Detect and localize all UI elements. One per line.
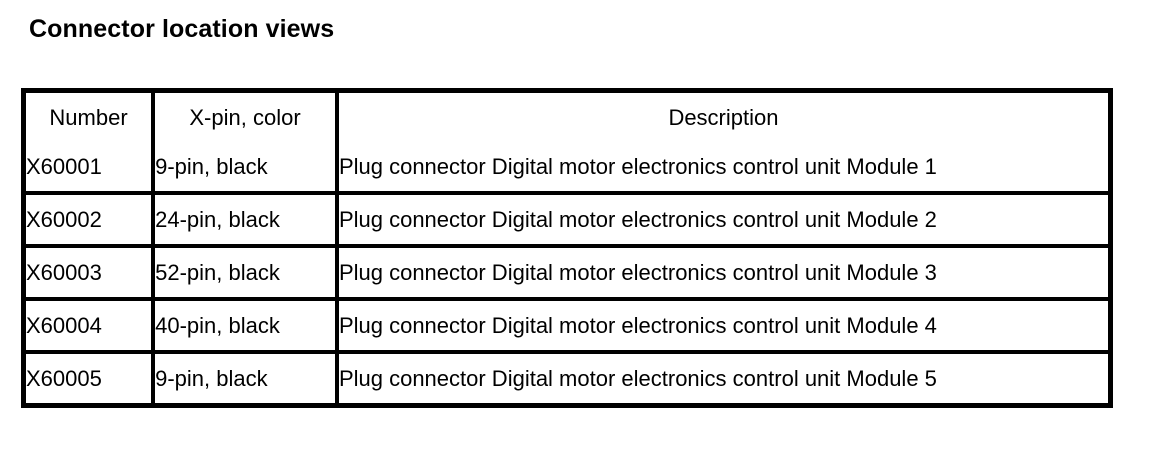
- cell-xpin-color: 40-pin, black: [151, 297, 339, 354]
- column-header-description: Description: [334, 90, 1111, 142]
- table-row: X60004 40-pin, black Plug connector Digi…: [23, 297, 1111, 354]
- table-row: X60001 9-pin, black Plug connector Digit…: [23, 142, 1111, 195]
- cell-xpin-color: 52-pin, black: [151, 244, 339, 301]
- cell-number: X60004: [23, 297, 156, 354]
- connector-table: Number X-pin, color Description X60001 9…: [21, 88, 1113, 408]
- cell-xpin-color: 24-pin, black: [151, 191, 339, 248]
- cell-description: Plug connector Digital motor electronics…: [334, 142, 1111, 195]
- table-header-row: Number X-pin, color Description: [23, 90, 1111, 142]
- cell-number: X60005: [23, 350, 156, 406]
- column-header-xpin-color: X-pin, color: [151, 90, 339, 142]
- table-row: X60003 52-pin, black Plug connector Digi…: [23, 244, 1111, 301]
- cell-description: Plug connector Digital motor electronics…: [334, 350, 1111, 406]
- cell-number: X60001: [23, 142, 156, 195]
- cell-number: X60002: [23, 191, 156, 248]
- cell-xpin-color: 9-pin, black: [151, 142, 339, 195]
- cell-description: Plug connector Digital motor electronics…: [334, 244, 1111, 301]
- cell-xpin-color: 9-pin, black: [151, 350, 339, 406]
- cell-number: X60003: [23, 244, 156, 301]
- cell-description: Plug connector Digital motor electronics…: [334, 297, 1111, 354]
- table-body: X60001 9-pin, black Plug connector Digit…: [23, 142, 1111, 406]
- cell-description: Plug connector Digital motor electronics…: [334, 191, 1111, 248]
- column-header-number: Number: [23, 90, 156, 142]
- page-title: Connector location views: [29, 15, 335, 43]
- table-header: Number X-pin, color Description: [23, 90, 1111, 142]
- connector-table-container: Number X-pin, color Description X60001 9…: [21, 88, 1113, 408]
- table-row: X60005 9-pin, black Plug connector Digit…: [23, 350, 1111, 406]
- table-row: X60002 24-pin, black Plug connector Digi…: [23, 191, 1111, 248]
